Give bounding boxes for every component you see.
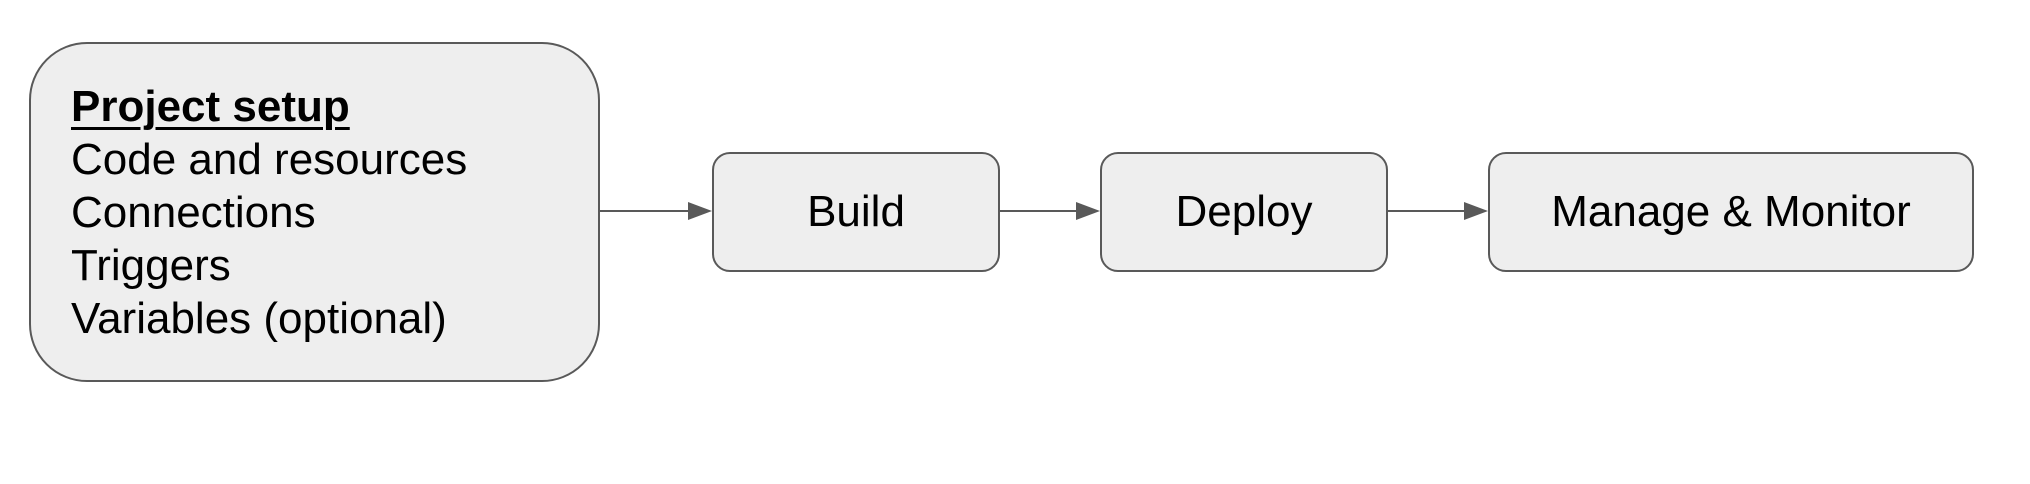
setup-item-code-resources: Code and resources bbox=[71, 135, 468, 184]
setup-item-variables: Variables (optional) bbox=[71, 294, 447, 343]
arrow-setup-to-build bbox=[600, 202, 712, 220]
project-setup-title: Project setup bbox=[71, 82, 350, 131]
arrow-deploy-to-manage bbox=[1388, 202, 1488, 220]
manage-monitor-label: Manage & Monitor bbox=[1551, 187, 1911, 236]
arrow-build-to-deploy bbox=[1000, 202, 1100, 220]
deploy-label: Deploy bbox=[1175, 187, 1313, 236]
build-box: Build bbox=[712, 152, 1000, 272]
project-setup-content: Project setup Code and resources Connect… bbox=[71, 80, 467, 345]
deploy-box: Deploy bbox=[1100, 152, 1388, 272]
project-setup-box: Project setup Code and resources Connect… bbox=[29, 42, 600, 382]
build-label: Build bbox=[807, 187, 905, 236]
manage-monitor-box: Manage & Monitor bbox=[1488, 152, 1974, 272]
setup-item-connections: Connections bbox=[71, 188, 316, 237]
setup-item-triggers: Triggers bbox=[71, 241, 231, 290]
